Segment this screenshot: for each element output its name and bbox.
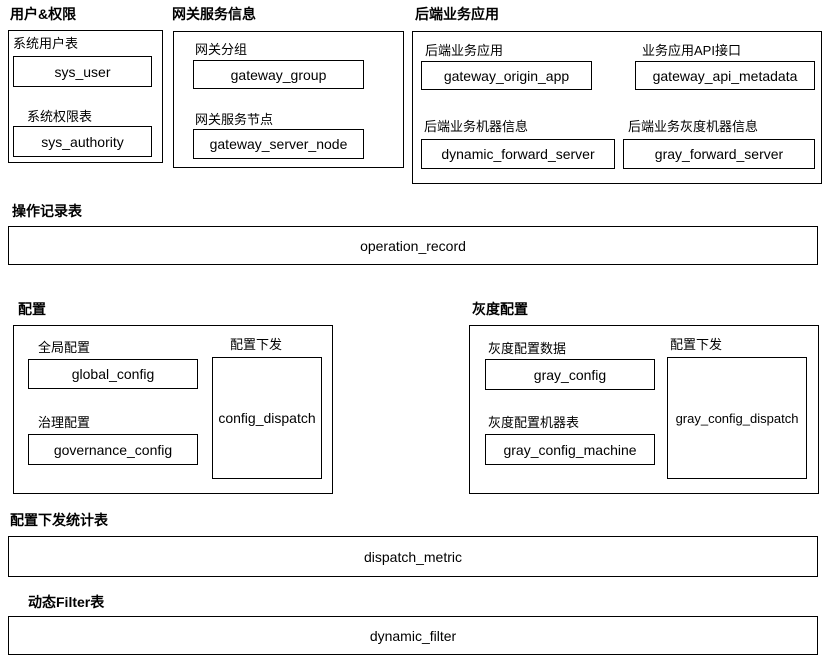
table-label-sys-user: 系统用户表 [13,36,79,51]
table-box-gateway-group: gateway_group [193,60,364,89]
table-label-gateway-group: 网关分组 [195,42,248,57]
table-label-global-config: 全局配置 [38,340,91,355]
table-box-gateway-api-metadata: gateway_api_metadata [635,61,815,90]
table-label-dynamic-forward-server: 后端业务机器信息 [424,119,529,134]
section-title-operation-record: 操作记录表 [12,203,82,219]
table-label-governance-config: 治理配置 [38,415,91,430]
table-box-operation-record: operation_record [8,226,818,265]
table-label-sys-authority: 系统权限表 [27,109,93,124]
table-box-dispatch-metric: dispatch_metric [8,536,818,577]
table-box-sys-authority: sys_authority [13,126,152,157]
section-title-backend-app: 后端业务应用 [415,6,499,22]
section-title-config: 配置 [18,301,46,317]
table-box-gateway-server-node: gateway_server_node [193,129,364,159]
section-title-dispatch-metric: 配置下发统计表 [10,512,108,528]
table-box-sys-user: sys_user [13,56,152,87]
section-title-users-permissions: 用户&权限 [10,6,77,22]
table-label-gray-config-machine: 灰度配置机器表 [488,415,580,430]
table-box-gray-config-machine: gray_config_machine [485,434,655,465]
table-label-gateway-origin-app: 后端业务应用 [425,43,504,58]
table-label-config-dispatch: 配置下发 [230,337,283,352]
table-box-dynamic-forward-server: dynamic_forward_server [421,139,615,169]
table-box-gray-config: gray_config [485,359,655,390]
table-box-gateway-origin-app: gateway_origin_app [421,61,592,90]
table-label-gateway-server-node: 网关服务节点 [195,112,274,127]
section-title-gray-config: 灰度配置 [472,301,528,317]
table-label-gateway-api-metadata: 业务应用API接口 [642,43,741,58]
table-box-governance-config: governance_config [28,434,198,465]
table-box-gray-config-dispatch: gray_config_dispatch [667,357,807,479]
section-title-gateway-service: 网关服务信息 [172,6,256,22]
table-box-gray-forward-server: gray_forward_server [623,139,815,169]
table-label-gray-forward-server: 后端业务灰度机器信息 [628,119,759,134]
table-box-config-dispatch: config_dispatch [212,357,322,479]
table-box-dynamic-filter: dynamic_filter [8,616,818,655]
table-box-global-config: global_config [28,359,198,389]
table-label-gray-config: 灰度配置数据 [488,341,567,356]
section-title-dynamic-filter: 动态Filter表 [28,594,105,610]
table-label-gray-config-dispatch: 配置下发 [670,337,723,352]
